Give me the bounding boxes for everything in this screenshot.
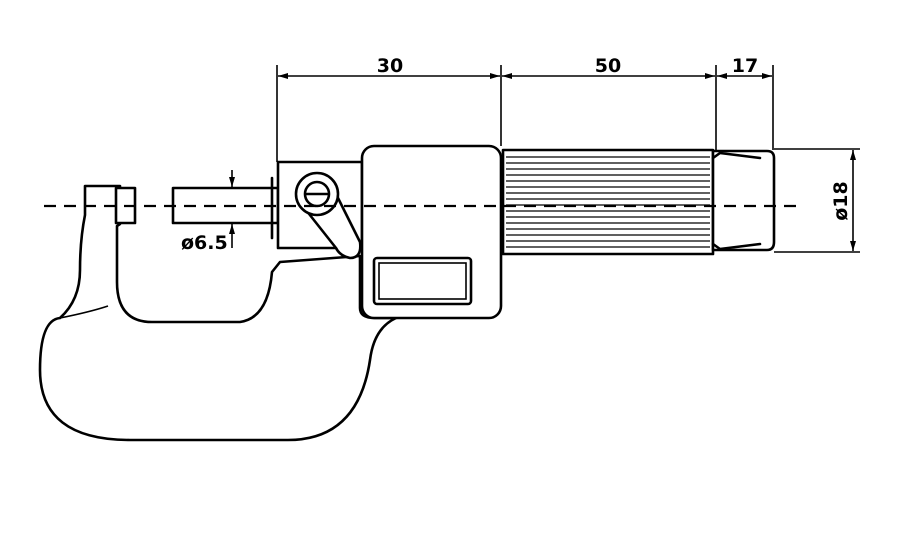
dim-label-spindle-diameter: ø6.5: [181, 232, 228, 254]
frame-inner-edge: [59, 305, 109, 319]
dim-label-diameter-18: ø18: [830, 181, 852, 221]
lcd-window-inner: [378, 262, 467, 300]
ratchet-taper: [711, 151, 762, 251]
thimble: [501, 148, 715, 256]
thimble-knurling: [506, 156, 710, 248]
dim-label-30: 30: [377, 55, 403, 77]
ratchet: [711, 149, 776, 252]
lcd-window-outer: [372, 256, 473, 306]
frame: [38, 184, 398, 442]
dim-label-50: 50: [595, 55, 621, 77]
dim-label-17: 17: [732, 55, 758, 77]
